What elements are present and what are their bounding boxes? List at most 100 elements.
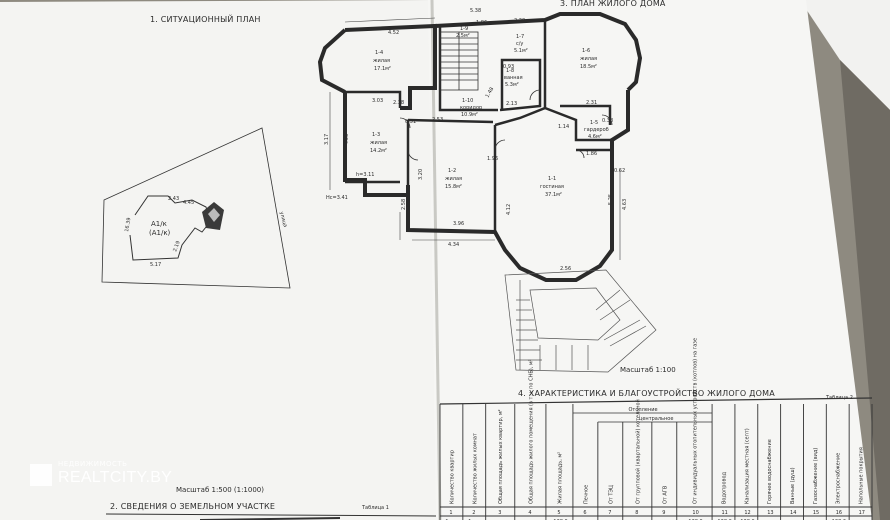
room-1-3-num: 1-3 — [372, 132, 380, 138]
room-1-1-name: гостиная — [540, 184, 564, 190]
table-col-number: 3 — [498, 510, 501, 516]
dim-label: 4.12 — [506, 204, 512, 215]
table-col-number: 12 — [744, 510, 750, 516]
watermark: НЕДВИЖИМОСТЬ REALTCITY.BY — [30, 458, 172, 494]
dim-label: 4.63 — [622, 199, 628, 210]
room-1-8-area: 5.3м² — [505, 82, 519, 88]
table-col-header: От индивидуальных отопительных устройств… — [691, 338, 698, 504]
room-1-1-area: 37.1м² — [545, 192, 562, 198]
table-col-number: 6 — [583, 510, 586, 516]
staircase — [439, 31, 479, 91]
table-col-header: Газоснабжение (вид) — [813, 448, 819, 504]
room-1-5-area: 4.6м² — [588, 134, 602, 140]
plot-dim-1: 2.43 — [168, 196, 179, 202]
dim-label: 3.20 — [418, 169, 424, 180]
room-1-10-area: 10.9м² — [461, 112, 478, 118]
dim-label: 3.03 — [372, 98, 383, 104]
room-1-6-area: 18.5м² — [580, 64, 597, 70]
room-1-8-num: 1-8 — [506, 68, 514, 74]
plot-dim-5: 2.19 — [172, 240, 181, 253]
plot-label-2: (А1/к) — [149, 229, 171, 237]
dim-label: Нс=3.41 — [326, 195, 348, 201]
room-labels: 1-4 жилая 17.1м² 1-3 жилая 14.2м² 1-2 жи… — [370, 26, 609, 198]
watermark-top: НЕДВИЖИМОСТЬ — [58, 460, 128, 468]
room-1-5-num: 1-5 — [590, 120, 598, 126]
plot-dim-2: 4.45 — [183, 200, 194, 206]
room-1-2-name: жилая — [445, 176, 462, 182]
dim-label: 4.34 — [448, 242, 459, 248]
dim-label: 2.38 — [393, 100, 404, 106]
table-col-number: 4 — [528, 510, 531, 516]
section3-title: 3. ПЛАН ЖИЛОГО ДОМА — [560, 0, 666, 8]
terrace — [504, 269, 657, 373]
room-1-2-num: 1-2 — [448, 168, 456, 174]
plot-label-1: А1/к — [151, 220, 167, 228]
room-1-4-area: 17.1м² — [374, 66, 391, 72]
dim-label: 2.31 — [586, 100, 597, 106]
room-1-9-num: 1-9 — [460, 26, 468, 32]
table-col-number: 2 — [472, 510, 475, 516]
dimension-labels: 4.52 5.38 2.38 1.86 2.30 3.03 2.53 3.17 … — [324, 8, 628, 272]
dim-label: 1.14 — [558, 124, 569, 130]
heating-group-label: Отопление — [629, 407, 658, 413]
central-group-label: центральное — [639, 416, 673, 422]
room-1-7-area: 5.1м² — [514, 48, 528, 54]
table-col-number: 1 — [449, 510, 452, 516]
floor-plan — [317, 12, 657, 373]
dim-label: 2.58 — [401, 199, 407, 210]
table-col-header: Напольные покрытия — [859, 447, 865, 504]
room-1-8-name: ванная — [504, 75, 523, 81]
dim-label: 2.56 — [560, 266, 571, 272]
table-col-header: Общая площадь жилого помещения (в т.ч. п… — [528, 359, 534, 504]
dim-label: 0.62 — [614, 168, 625, 174]
table-col-number: 16 — [836, 510, 842, 516]
room-1-9-area: 2.5м² — [456, 33, 470, 39]
table-col-number: 10 — [692, 510, 698, 516]
left-scale: Масштаб 1:500 (1:1000) — [176, 486, 264, 494]
right-scale: Масштаб 1:100 — [620, 366, 676, 374]
table-col-header: Электроснабжение — [836, 453, 842, 504]
desk-paper — [800, 0, 890, 110]
room-1-6-num: 1-6 — [582, 48, 590, 54]
section1-title: 1. СИТУАЦИОННЫЙ ПЛАН — [150, 13, 261, 24]
dim-label: 5.38 — [470, 8, 481, 14]
room-1-4-num: 1-4 — [375, 50, 383, 56]
table1-label: Таблица 1 — [361, 505, 389, 511]
table-col-header: Горячее водоснабжение — [767, 439, 773, 504]
dim-label: 3.41 — [366, 193, 377, 199]
house-logo-icon — [30, 464, 52, 486]
dim-label: 2.30 — [514, 18, 525, 24]
room-1-3-name: жилая — [370, 140, 387, 146]
dim-label: 0.93 — [503, 64, 514, 70]
table-col-header: Ванные (душ) — [790, 467, 796, 504]
plot-dim-4: 5.17 — [150, 262, 161, 268]
room-1-7-name: с/у — [516, 41, 523, 47]
site-plan: А1/к (А1/к) 2.43 4.45 16.39 5.17 2.19 ул… — [101, 127, 291, 289]
table-col-header: Количество жилых комнат — [472, 433, 478, 504]
table-col-number: 15 — [813, 510, 819, 516]
room-1-5-name: гардероб — [584, 127, 609, 133]
room-1-1-num: 1-1 — [548, 176, 556, 182]
table-col-header: Количество квартир — [449, 450, 455, 504]
table-col-header: Водопровод — [722, 471, 728, 504]
boundary-label: улица — [278, 211, 288, 228]
dim-label: 1.96 — [487, 156, 498, 162]
room-1-10-num: 1-10 — [462, 98, 473, 104]
table-col-header: Печное — [583, 485, 589, 504]
table-col-header: От АГВ — [662, 485, 668, 504]
dim-label: 1.86 — [476, 20, 487, 26]
table-col-number: 14 — [790, 510, 796, 516]
table-col-number: 13 — [767, 510, 773, 516]
left-page — [0, 0, 440, 520]
table-col-header: Общая площадь жилых квартир, м² — [498, 409, 504, 504]
watermark-main: REALTCITY.BY — [58, 469, 173, 486]
dim-label: 2.53 — [432, 117, 443, 123]
room-1-10-name: коридор — [460, 105, 482, 111]
table-col-number: 9 — [662, 510, 665, 516]
dim-label: 4.06 — [344, 134, 350, 145]
room-1-2-area: 15.8м² — [445, 184, 462, 190]
dim-label: 1.48 — [485, 86, 496, 99]
table-col-header: От ТЭЦ — [608, 485, 614, 504]
